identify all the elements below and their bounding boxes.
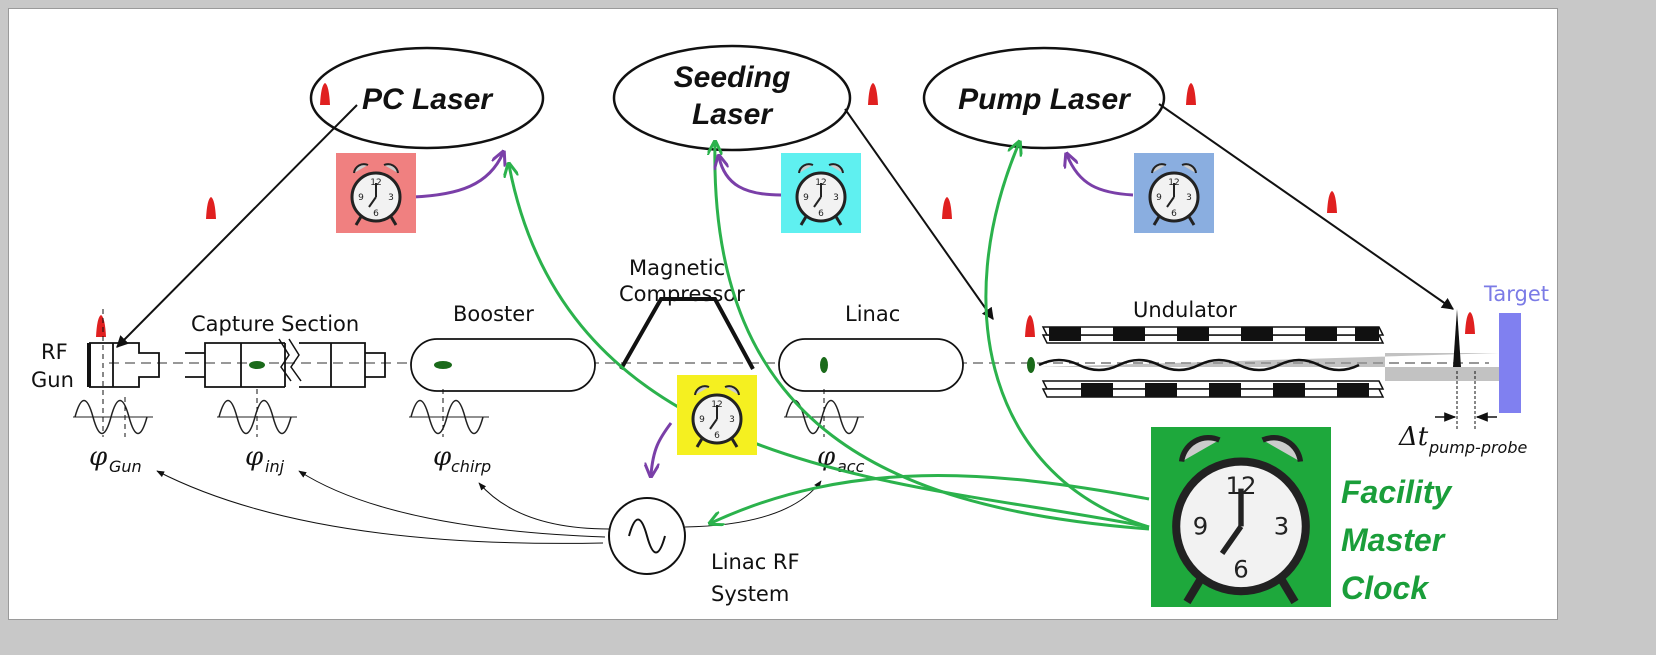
pump-probe-delay: Δt pump-probe: [1398, 371, 1527, 457]
rf-distribution-gun: [156, 470, 604, 544]
linac: Linac: [778, 302, 964, 392]
local-arrow-pump: [1067, 155, 1134, 197]
pump-laser-label: Pump Laser: [958, 83, 1132, 116]
compressor-label-2: Compressor: [619, 282, 745, 306]
bunch-icon: [434, 361, 452, 369]
local-arrow-pc: [412, 153, 503, 199]
delta-t-symbol: Δt: [1398, 422, 1429, 452]
master-sync-arrows: [509, 143, 1150, 531]
bunch-icon: [820, 357, 828, 373]
delta-t-subscript: pump-probe: [1428, 438, 1527, 457]
pump-laser: Pump Laser: [922, 46, 1166, 150]
rf-phase-gun: φ Gun: [72, 309, 154, 476]
rf-phase-inj: φ inj: [216, 389, 298, 476]
linac-rf-system: Linac RF System: [608, 497, 800, 606]
rf-distribution-chirp: [478, 482, 610, 530]
local-arrow-compressor: [651, 422, 673, 475]
phi-chirp-symbol: φ: [433, 442, 452, 472]
laser-pulse-icon: [942, 197, 952, 219]
sine-wave-icon: [628, 518, 666, 554]
pump-laser-beam: [1158, 103, 1454, 310]
rf-phase-chirp: φ chirp: [408, 389, 491, 476]
bunch-icon: [249, 361, 265, 369]
local-arrow-seed: [719, 157, 782, 197]
timing-diagram: 12 3 6 9 PC Laser Seeding Laser Pump Las…: [31, 44, 1549, 607]
compressor-clock: [677, 375, 757, 455]
pc-laser-clock: [336, 153, 416, 233]
diagram-frame: 12 3 6 9 PC Laser Seeding Laser Pump Las…: [8, 8, 1558, 620]
sync-arrow-pump-laser: [984, 143, 1150, 529]
phi-inj-subscript: inj: [265, 457, 285, 476]
laser-pulse-icon: [1186, 83, 1196, 105]
laser-pulse-icon: [206, 197, 216, 219]
rf-distribution-acc: [684, 480, 822, 528]
pc-laser: PC Laser: [309, 46, 545, 150]
rf-gun: RF Gun: [31, 340, 160, 392]
laser-pulse-icon: [96, 315, 106, 337]
facility-master-clock: Facility Master Clock: [1151, 427, 1453, 607]
sync-arrow-pc-laser: [509, 165, 1150, 529]
seeding-laser-label-1: Seeding: [674, 61, 791, 94]
bunch-icon: [1027, 357, 1035, 373]
pc-laser-label: PC Laser: [362, 83, 494, 116]
master-clock-label-2: Master: [1341, 522, 1446, 558]
linac-label: Linac: [845, 302, 900, 326]
sine-wave-icon: [408, 399, 490, 435]
undulator-label: Undulator: [1133, 298, 1237, 322]
magnetic-compressor: Magnetic Compressor: [619, 256, 755, 370]
target: Target: [1483, 282, 1549, 413]
laser-pulse-icon: [868, 83, 878, 105]
master-clock-label-3: Clock: [1341, 570, 1430, 606]
compressor-label-1: Magnetic: [629, 256, 725, 280]
undulator: Undulator: [1027, 298, 1499, 398]
booster-label: Booster: [453, 302, 534, 326]
capture-section: Capture Section: [185, 312, 386, 388]
booster: Booster: [410, 302, 596, 392]
local-sync-arrows: [412, 153, 1134, 475]
capture-label: Capture Section: [191, 312, 359, 336]
sync-arrow-seeding-laser: [715, 143, 1150, 531]
phi-chirp-subscript: chirp: [451, 457, 491, 476]
phi-inj-symbol: φ: [245, 442, 264, 472]
sync-arrow-rf-system: [711, 474, 1150, 523]
laser-pulse-icon: [1465, 312, 1475, 334]
pc-laser-beam: [116, 104, 358, 348]
pump-laser-clock: [1134, 153, 1214, 233]
sine-wave-icon: [72, 399, 154, 435]
seeding-laser-label-2: Laser: [692, 98, 774, 131]
seeding-laser-beam: [844, 108, 994, 320]
target-label: Target: [1483, 282, 1549, 306]
seeding-laser: Seeding Laser: [612, 44, 852, 152]
rf-gun-label-1: RF: [41, 340, 68, 364]
phi-gun-symbol: φ: [89, 442, 108, 472]
seeding-laser-clock: [781, 153, 861, 233]
rf-distribution-inj: [298, 470, 606, 538]
laser-pulse-icon: [1025, 315, 1035, 337]
rf-gun-label-2: Gun: [31, 368, 74, 392]
phi-gun-subscript: Gun: [109, 457, 142, 476]
laser-pulse-icon: [1327, 191, 1337, 213]
master-clock-label-1: Facility: [1341, 474, 1453, 510]
rf-system-label-1: Linac RF: [711, 550, 800, 574]
rf-system-label-2: System: [711, 582, 789, 606]
